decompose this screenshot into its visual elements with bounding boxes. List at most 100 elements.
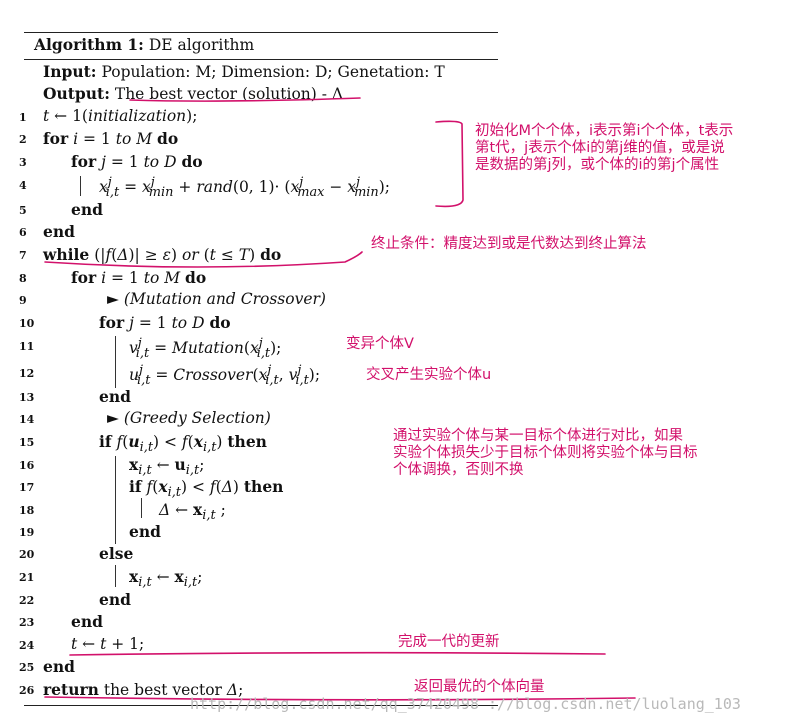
keyword: for [99, 313, 125, 332]
statement: Δ ← xi,t ; [159, 500, 226, 524]
statement: (|f(Δ)| ≥ ε) or (t ≤ T) [94, 246, 256, 264]
statement: f(ui,t) < f(xi,t) [116, 432, 223, 456]
line-number: 14 [19, 413, 35, 426]
statement: uji,t = Crossover(xji,t, vji,t); [129, 363, 321, 389]
keyword: if [99, 432, 112, 451]
crossover-note: 交叉产生实验个体u [366, 367, 492, 383]
statement: xi,t ← xi,t; [129, 567, 203, 591]
keyword: return [43, 680, 99, 699]
line-number: 22 [19, 594, 35, 607]
output-text: The best vector (solution) - Δ [114, 85, 344, 103]
update-note: 完成一代的更新 [398, 634, 500, 650]
algorithm-line: t ← 1(initialization); [43, 107, 197, 125]
selection-note-line: 实验个体损失少于目标个体则将实验个体与目标 [393, 445, 698, 461]
keyword: do [209, 313, 231, 332]
statement: ► (Greedy Selection) [107, 409, 271, 427]
line-number: 5 [19, 204, 27, 217]
return-note: 返回最优的个体向量 [414, 679, 545, 695]
algorithm-line: if f(xi,t) < f(Δ) then [129, 477, 283, 500]
init-note-line: 第t代，j表示个体i的第j维的值，或是说 [475, 140, 725, 156]
top-rule [24, 32, 498, 33]
algorithm-line: end [99, 387, 131, 406]
statement: j = 1 to D [129, 314, 205, 332]
algorithm-line: end [99, 590, 131, 609]
keyword: do [157, 129, 179, 148]
line-number: 1 [19, 111, 27, 124]
update-underline [69, 651, 606, 656]
line-number: 26 [19, 684, 35, 697]
indent-bar [115, 565, 116, 587]
selection-note-line: 通过实验个体与某一目标个体进行对比，如果 [393, 428, 683, 444]
statement: xji,t = xjmin + rand(0, 1)· (xjmax − xjm… [99, 175, 391, 201]
init-note-line: 是数据的第j列，或个体的i的第j个属性 [475, 157, 720, 173]
algorithm-line: end [71, 612, 103, 631]
algorithm-line: for i = 1 to M do [71, 268, 206, 287]
line-number: 21 [19, 571, 35, 584]
algorithm-line: ► (Mutation and Crossover) [107, 290, 326, 308]
keyword: for [71, 268, 97, 287]
statement: xi,t ← ui,t; [129, 455, 205, 479]
algorithm-line: end [43, 657, 75, 676]
algorithm-line: for i = 1 to M do [43, 129, 178, 148]
algorithm-line: xi,t ← xi,t; [129, 567, 202, 590]
line-number: 9 [19, 294, 27, 307]
keyword: do [185, 268, 207, 287]
statement: t ← t + 1; [71, 635, 145, 653]
init-brace [435, 120, 464, 208]
keyword: end [129, 522, 161, 541]
statement: j = 1 to D [101, 153, 177, 171]
algorithm-line: xi,t ← ui,t; [129, 455, 204, 478]
indent-bar [115, 336, 116, 388]
init-note-line: 初始化M个个体，i表示第i个个体，t表示 [475, 123, 734, 139]
algorithm-line: Δ ← xi,t ; [159, 500, 226, 523]
line-number: 20 [19, 548, 35, 561]
keyword: end [43, 657, 75, 676]
line-number: 18 [19, 504, 35, 517]
keyword: else [99, 544, 134, 563]
algorithm-line: xji,t = xjmin + rand(0, 1)· (xjmax − xjm… [99, 175, 390, 200]
line-number: 17 [19, 481, 35, 494]
input-text: Population: M; Dimension: D; Genetation:… [101, 63, 445, 81]
header-rule [24, 59, 498, 60]
selection-note: 通过实验个体与某一目标个体进行对比，如果 实验个体损失少于目标个体则将实验个体与… [393, 428, 698, 479]
init-note: 初始化M个个体，i表示第i个个体，t表示 第t代，j表示个体i的第j维的值，或是… [475, 123, 733, 174]
keyword: for [43, 129, 69, 148]
keyword: while [43, 245, 90, 264]
line-number: 15 [19, 436, 35, 449]
keyword: then [243, 477, 284, 496]
keyword: end [99, 590, 131, 609]
indent-bar [115, 456, 116, 544]
watermark: http://blog.csdn.net/qq_37420498 ://blog… [190, 695, 741, 713]
line-number: 23 [19, 616, 35, 629]
line-number: 16 [19, 459, 35, 472]
bottom-rule [24, 705, 498, 706]
algorithm-line: if f(ui,t) < f(xi,t) then [99, 432, 267, 455]
keyword: end [71, 612, 103, 631]
line-number: 6 [19, 226, 27, 239]
selection-note-line: 个体调换，否则不换 [393, 462, 524, 478]
statement: t ← 1(initialization); [43, 107, 198, 125]
line-number: 24 [19, 639, 35, 652]
line-number: 11 [19, 340, 35, 353]
line-number: 8 [19, 272, 27, 285]
statement: i = 1 to M [73, 130, 153, 148]
return-underline [44, 696, 636, 701]
line-number: 7 [19, 249, 27, 262]
keyword: then [227, 432, 267, 451]
statement: ► (Mutation and Crossover) [107, 290, 326, 308]
line-number: 3 [19, 156, 27, 169]
line-number: 10 [19, 317, 35, 330]
algorithm-line: ► (Greedy Selection) [107, 409, 271, 427]
algorithm-line: t ← t + 1; [71, 635, 144, 653]
stop-note: 终止条件：精度达到或是代数达到终止算法 [371, 236, 647, 252]
statement: vji,t = Mutation(xji,t); [129, 336, 282, 362]
indent-bar [80, 176, 81, 196]
algorithm-line: return the best vector Δ; [43, 680, 243, 699]
line-number: 19 [19, 526, 35, 539]
output-underline [129, 97, 361, 102]
algorithm-label: Algorithm 1: [34, 35, 144, 54]
line-number: 2 [19, 133, 27, 146]
algorithm-line: end [129, 522, 161, 541]
while-underline [44, 251, 363, 268]
